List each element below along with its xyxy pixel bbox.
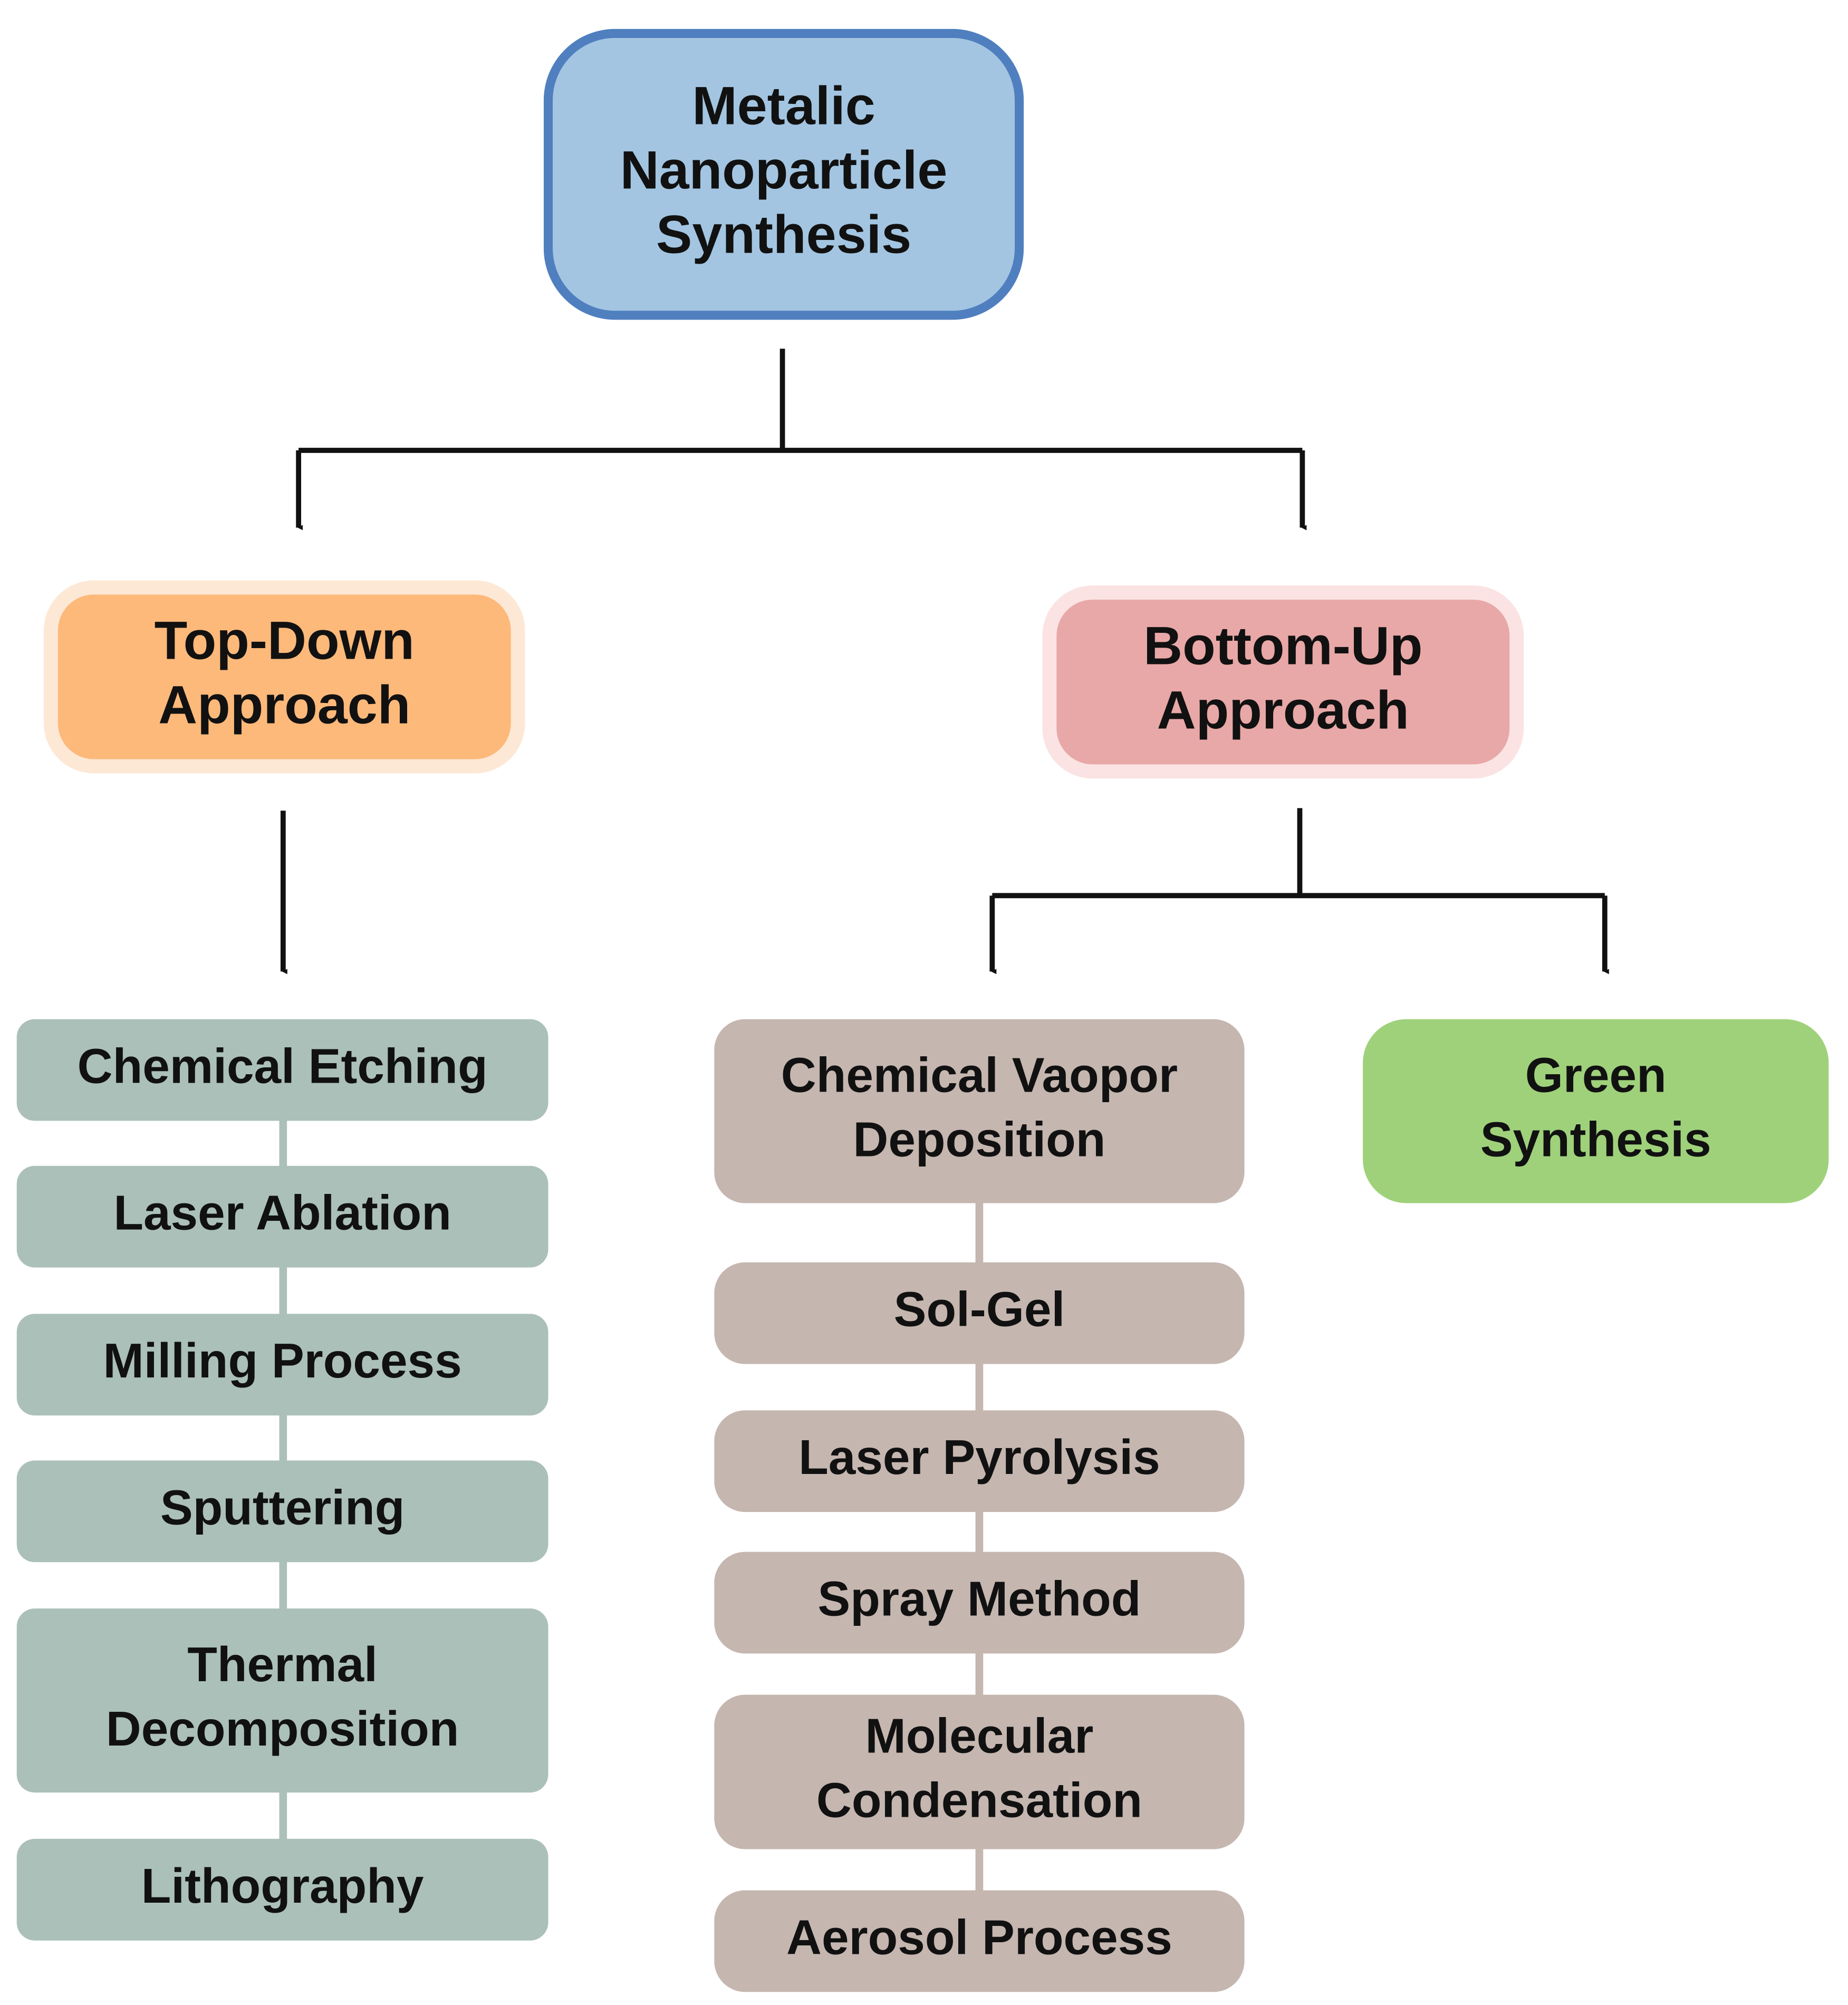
root-node-label-line-1: Metalic (692, 75, 875, 136)
top-down-method-5-shape (16, 1608, 548, 1793)
bottom-up-method-5-label-line-1: Molecular (865, 1709, 1094, 1763)
bottom-up-method-1-label-line-1: Chemical Vaopor (781, 1048, 1178, 1103)
top-down-method-2-shape (16, 1165, 548, 1268)
bottom-up-method-6-label-line-1: Aerosol Process (786, 1910, 1172, 1964)
bottom-up-method-4-shape (714, 1551, 1245, 1654)
top-down-method-3-label-line-1: Milling Process (103, 1333, 462, 1388)
bottom-up-node-label-line-2: Approach (1157, 679, 1409, 740)
bottom-up-method-2-shape (714, 1262, 1245, 1364)
bottom-up-method-2: Sol-Gel (714, 1262, 1245, 1364)
top-down-method-4-label-line-1: Sputtering (160, 1480, 405, 1535)
bottom-up-node-label-line-1: Bottom-Up (1143, 615, 1422, 676)
top-down-node-label-line-2: Approach (158, 674, 410, 735)
bottom-up-method-1-label-line-2: Deposition (853, 1112, 1105, 1167)
green-synthesis-node-shape (1363, 1019, 1829, 1203)
top-down-method-1-shape (16, 1019, 548, 1121)
top-down-method-4: Sputtering (16, 1460, 548, 1563)
bottom-up-node-shape (1056, 600, 1510, 765)
bottom-up-method-4-label-line-1: Spray Method (817, 1572, 1141, 1626)
green-synthesis-node-label-line-2: Synthesis (1480, 1112, 1711, 1167)
top-down-method-6-shape (16, 1838, 548, 1941)
bottom-up-method-3-label-line-1: Laser Pyrolysis (798, 1430, 1160, 1485)
top-down-method-2-label-line-1: Laser Ablation (113, 1185, 451, 1240)
bottom-up-method-3-shape (714, 1410, 1245, 1512)
top-down-method-1-label-line-1: Chemical Etching (78, 1038, 488, 1093)
bottom-up-method-6-shape (714, 1890, 1245, 1992)
bottom-up-method-1-shape (714, 1019, 1245, 1203)
bottom-up-method-6: Aerosol Process (714, 1890, 1245, 1992)
bottom-up-method-2-label-line-1: Sol-Gel (894, 1282, 1065, 1337)
top-down-method-5-label-line-2: Decomposition (106, 1701, 459, 1756)
root-node-label-line-2: Nanoparticle (620, 140, 948, 200)
top-down-method-3: Milling Process (16, 1314, 548, 1416)
top-down-method-6: Lithography (16, 1838, 548, 1941)
bottom-up-method-4: Spray Method (714, 1551, 1245, 1654)
top-down-method-4-shape (16, 1460, 548, 1563)
top-down-node-label-line-1: Top-Down (155, 610, 415, 671)
top-down-method-2: Laser Ablation (16, 1165, 548, 1268)
root-node-shape (543, 28, 1024, 320)
green-synthesis-node-label-line-1: Green (1525, 1048, 1667, 1103)
bottom-up-method-5-label-line-2: Condensation (816, 1773, 1142, 1828)
top-down-method-3-shape (16, 1314, 548, 1416)
bottom-up-method-5-shape (714, 1694, 1245, 1849)
root-node-label-line-3: Synthesis (656, 204, 911, 265)
top-down-node-shape (57, 594, 511, 759)
nodes: MetalicNanoparticleSynthesisTop-DownAppr… (16, 28, 1829, 1992)
top-down-method-5-label-line-1: Thermal (187, 1637, 378, 1692)
top-down-method-6-label-line-1: Lithography (141, 1858, 424, 1913)
top-down-method-1: Chemical Etching (16, 1019, 548, 1121)
bottom-up-method-3: Laser Pyrolysis (714, 1410, 1245, 1512)
